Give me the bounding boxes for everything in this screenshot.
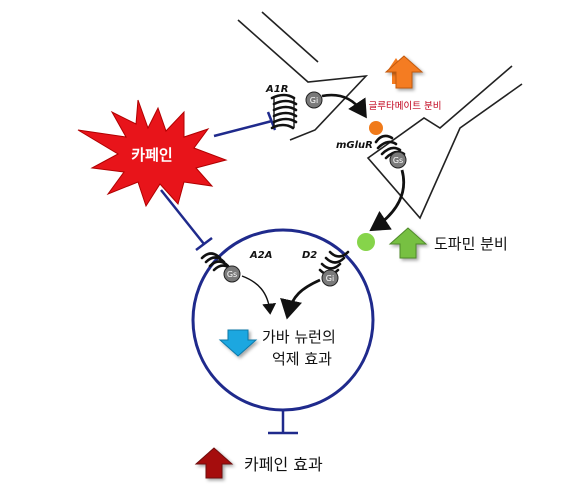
gi-label-d2: Gi: [326, 274, 334, 283]
gi-to-glutamate-arrow: [321, 93, 367, 119]
gs-label-a2a: Gs: [227, 270, 237, 279]
gi-label: Gi: [310, 96, 318, 105]
d2-to-gaba-arrow: [280, 278, 321, 320]
gi-protein: [305, 91, 323, 109]
dopamine-release-label: 도파민 분비: [434, 235, 508, 253]
glutamate-up-arrow: [384, 55, 424, 89]
a2a-to-gaba-arrow: [241, 275, 277, 315]
d2-label: D2: [302, 250, 317, 261]
gs-label-mglur: Gs: [393, 156, 403, 165]
upper-neuron-terminal: [237, 11, 369, 141]
caffeine-to-a1r-inhibition: [213, 111, 277, 138]
dopamine-dot: [357, 233, 375, 251]
a2a-label: A2A: [249, 250, 272, 261]
mglur-receptor: mGluR Gs: [336, 134, 407, 169]
down-arrow-icon: [218, 329, 258, 357]
gaba-down-arrow: [218, 329, 258, 357]
a1r-receptor: A1R Gi: [265, 84, 323, 130]
gs-protein-a2a: [223, 265, 241, 283]
serpentine-receptor-icon: [374, 134, 406, 160]
gs-protein-mglur: [389, 151, 407, 169]
up-arrow-icon: [388, 227, 428, 259]
serpentine-receptor-icon: [270, 93, 298, 130]
a2a-receptor: A2A Gs: [200, 250, 272, 283]
caffeine-starburst: 카페인: [77, 99, 228, 208]
dopamine-up-arrow: [388, 227, 428, 259]
glutamate-dot: [369, 121, 383, 135]
caffeine-to-a2a-inhibition: [160, 189, 213, 251]
mglur-to-dopamine-arrow: [369, 169, 406, 232]
d2-receptor: D2 Gi: [302, 250, 350, 287]
serpentine-receptor-icon: [200, 252, 234, 272]
up-arrow-icon: [194, 447, 234, 479]
up-arrow-icon: [384, 55, 424, 89]
right-neuron-terminal: [366, 65, 523, 220]
a1r-label: A1R: [265, 84, 288, 95]
mglur-label: mGluR: [336, 140, 373, 151]
gaba-effect-line2: 억제 효과: [272, 350, 332, 368]
caffeine-label: 카페인: [131, 146, 172, 164]
glutamate-release-label: 글루타메이트 분비: [369, 101, 442, 112]
gaba-output-inhibition: [268, 410, 298, 435]
gaba-effect-line1: 가바 뉴런의: [262, 328, 336, 346]
starburst-icon: [77, 99, 228, 208]
gi-protein-d2: [321, 269, 339, 287]
caffeine-effect-up-arrow: [194, 447, 234, 479]
serpentine-receptor-icon: [318, 250, 350, 276]
caffeine-effect-label: 카페인 효과: [244, 455, 323, 474]
